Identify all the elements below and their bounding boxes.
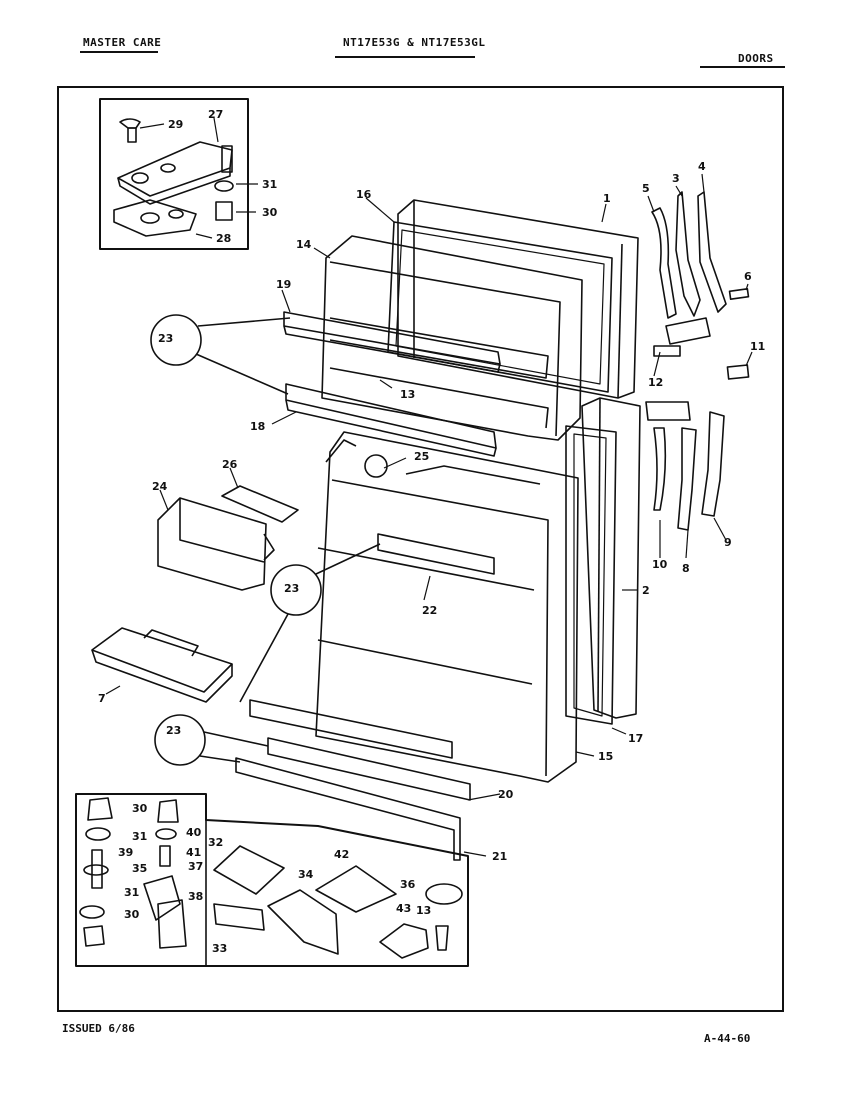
callout-26: 26 — [222, 458, 238, 471]
freezer-door-gasket — [387, 221, 613, 393]
callout-42: 42 — [334, 848, 349, 861]
callout-33: 33 — [212, 942, 227, 955]
callout-43: 43 — [396, 902, 411, 915]
callout-24: 24 — [152, 480, 168, 493]
issued-date: ISSUED 6/86 — [62, 1022, 135, 1035]
door-bottom-rail-21 — [235, 757, 461, 861]
callout-13: 13 — [400, 388, 415, 401]
callout-14: 14 — [296, 238, 312, 251]
header-underline-middle — [335, 56, 475, 58]
callout-30-upper: 30 — [262, 206, 278, 219]
callout-32: 32 — [208, 836, 223, 849]
section-label: DOORS — [738, 52, 774, 65]
drawing-code: A-44-60 — [704, 1032, 751, 1045]
fresh-food-door-gasket — [565, 425, 617, 725]
callout-2: 2 — [642, 584, 650, 597]
fresh-food-door-liner — [315, 431, 579, 783]
header-underline-right — [700, 66, 785, 68]
detail-circle-23a — [150, 314, 291, 395]
callout-31-upper: 31 — [262, 178, 277, 191]
callout-22: 22 — [422, 604, 437, 617]
freezer-door-liner — [321, 235, 583, 441]
callout-19: 19 — [276, 278, 291, 291]
butter-compartment — [157, 497, 275, 591]
callout-11: 11 — [750, 340, 765, 353]
callout-7: 7 — [98, 692, 106, 705]
callout-3: 3 — [672, 172, 680, 185]
callout-5: 5 — [642, 182, 650, 195]
callout-12: 12 — [648, 376, 663, 389]
callout-30-lower-bottom: 30 — [124, 908, 140, 921]
detail-circle-25 — [364, 454, 388, 478]
brand-label: MASTER CARE — [83, 36, 162, 49]
callout-34: 34 — [298, 868, 314, 881]
callout-41: 41 — [186, 846, 201, 859]
callout-29: 29 — [168, 118, 183, 131]
callout-20: 20 — [498, 788, 514, 801]
dairy-door-cover — [221, 485, 299, 523]
callout-23-bottom: 23 — [166, 724, 181, 737]
leader-lines — [105, 117, 753, 857]
callout-36: 36 — [400, 878, 416, 891]
freezer-shelf-rail-18 — [285, 383, 497, 457]
callout-16: 16 — [356, 188, 372, 201]
callout-13-lower: 13 — [416, 904, 431, 917]
upper-hinge-inset — [99, 98, 249, 250]
callout-38: 38 — [188, 890, 203, 903]
callout-6: 6 — [744, 270, 752, 283]
callout-31-lower-bottom: 31 — [124, 886, 139, 899]
callout-10: 10 — [652, 558, 668, 571]
middle-hinge-parts — [645, 401, 725, 531]
callout-27: 27 — [208, 108, 223, 121]
callout-8: 8 — [682, 562, 690, 575]
callout-1: 1 — [603, 192, 611, 205]
lower-hinge-inset — [75, 793, 469, 967]
callout-15: 15 — [598, 750, 613, 763]
callout-30-lower-top: 30 — [132, 802, 148, 815]
callout-23-middle: 23 — [284, 582, 299, 595]
callout-4: 4 — [698, 160, 706, 173]
callout-35: 35 — [132, 862, 147, 875]
callout-39: 39 — [118, 846, 133, 859]
callout-18: 18 — [250, 420, 265, 433]
callout-9: 9 — [724, 536, 732, 549]
callout-21: 21 — [492, 850, 507, 863]
callout-25: 25 — [414, 450, 429, 463]
callout-labels: 1 2 3 4 5 6 7 8 9 10 11 12 13 14 15 16 1… — [98, 108, 765, 955]
fresh-food-door-outer — [581, 397, 641, 719]
freezer-door-outer — [397, 199, 639, 399]
callout-40: 40 — [186, 826, 202, 839]
diagram-frame — [57, 86, 784, 1012]
upper-hinge-parts — [651, 191, 750, 380]
callout-28: 28 — [216, 232, 231, 245]
callout-37: 37 — [188, 860, 203, 873]
detail-circle-23c — [154, 714, 269, 766]
detail-circle-23b — [239, 543, 381, 703]
callout-23-top: 23 — [158, 332, 173, 345]
callout-17: 17 — [628, 732, 643, 745]
freezer-shelf-rail-19 — [283, 311, 501, 373]
model-label: NT17E53G & NT17E53GL — [343, 36, 486, 49]
fresh-food-shelf-rail-22 — [377, 533, 495, 575]
egg-tray — [91, 627, 233, 703]
header-underline-left — [80, 51, 158, 53]
callout-31-lower-top: 31 — [132, 830, 147, 843]
